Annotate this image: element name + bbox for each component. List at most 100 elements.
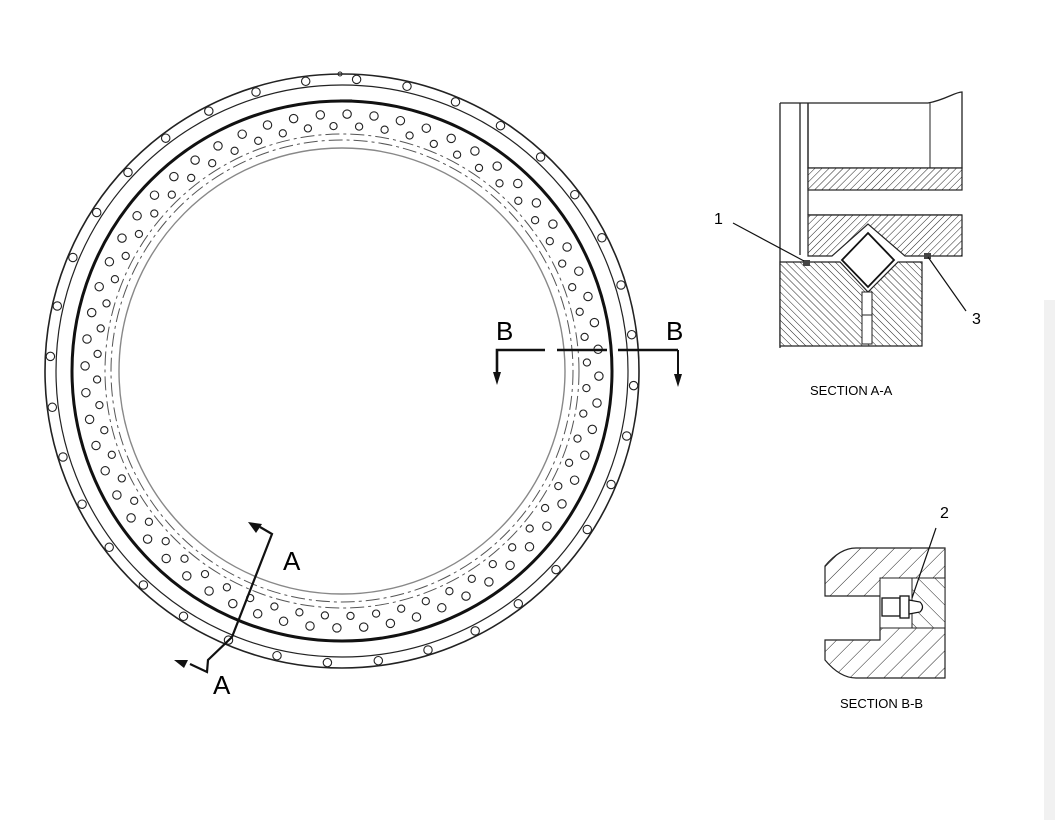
inner-bolt-hole: [230, 146, 239, 155]
middle-bolt-hole: [411, 612, 422, 622]
middle-bolt-hole: [305, 621, 315, 631]
outer-bolt-hole: [322, 657, 333, 668]
middle-bolt-hole: [557, 499, 567, 509]
middle-bolt-hole: [82, 334, 92, 344]
inner-bolt-hole: [568, 283, 577, 292]
inner-bolt-hole: [167, 190, 176, 199]
outer-bolt-hole: [138, 580, 149, 590]
middle-bolt-hole: [385, 618, 396, 629]
outer-bolt-hole: [45, 351, 56, 362]
outer-bolt-hole: [300, 76, 311, 87]
middle-bolt-hole: [589, 317, 600, 328]
outer-bolt-hole: [68, 252, 78, 263]
inner-bolt-hole: [452, 150, 462, 159]
outer-bolt-hole: [450, 97, 461, 107]
middle-bolt-hole: [492, 161, 502, 171]
seal-1: [803, 260, 810, 266]
middle-bolt-hole: [142, 534, 153, 544]
inner-bolt-hole: [371, 609, 381, 618]
outer-bolt-hole: [626, 329, 637, 340]
bore-edge: [118, 147, 566, 595]
middle-bolt-hole: [112, 490, 122, 500]
callout-2: 2: [940, 505, 949, 522]
inner-bolt-hole: [397, 604, 406, 613]
inner-bolt-hole: [405, 131, 414, 140]
middle-bolt-hole: [421, 123, 432, 133]
middle-bolt-hole: [91, 440, 101, 451]
section-a-a-view: 1 3 SECTION A-A: [714, 91, 981, 398]
inner-bolt-hole: [92, 375, 102, 384]
middle-bolt-hole: [126, 513, 136, 523]
inner-bolt-hole: [278, 129, 287, 138]
inner-bolt-hole: [150, 209, 159, 218]
inner-bolt-hole: [530, 216, 540, 225]
middle-bolt-hole: [237, 129, 247, 139]
middle-bolt-hole: [569, 475, 580, 485]
outer-bolt-holes: [45, 74, 639, 668]
middle-bolt-hole: [132, 211, 142, 221]
middle-bolt-hole: [100, 466, 110, 476]
outer-bolt-hole: [597, 233, 607, 243]
outer-bolt-hole: [104, 542, 114, 553]
middle-bolt-hole: [84, 414, 95, 425]
callout-1: 1: [714, 211, 723, 228]
middle-bolt-hole: [505, 560, 515, 571]
middle-bolt-hole: [580, 450, 590, 461]
outer-edge: [44, 73, 640, 669]
inner-bolt-hole: [545, 237, 554, 246]
inner-bolt-hole: [579, 409, 588, 418]
inner-bolt-hole: [582, 383, 591, 393]
inner-dash-line: [110, 139, 574, 603]
outer-bolt-hole: [621, 431, 632, 441]
outer-bolt-hole: [77, 499, 87, 509]
outer-bolt-hole: [204, 106, 214, 116]
inner-bolt-hole: [329, 121, 338, 131]
middle-bolt-hole: [190, 155, 200, 165]
middle-bolt-hole: [548, 219, 558, 229]
outer-bolt-hole: [123, 167, 133, 178]
seal-3: [924, 253, 931, 259]
outer-bolt-hole: [47, 402, 58, 413]
middle-bolt-hole: [437, 603, 447, 613]
middle-bolt-hole: [213, 141, 223, 151]
middle-bolt-hole: [358, 622, 369, 632]
section-b-label-right: B: [666, 316, 683, 346]
callout-3: 3: [972, 311, 981, 328]
inner-bolt-hole: [429, 139, 438, 149]
grease-fitting-mark: [337, 71, 343, 77]
middle-bolt-hole: [342, 109, 352, 119]
inner-bolt-hole: [93, 349, 102, 359]
inner-bolt-hole: [303, 124, 313, 133]
inner-bolt-pitch-line: [104, 133, 580, 609]
middle-bolt-hole: [104, 257, 115, 267]
inner-bolt-hole: [573, 434, 582, 443]
inner-bolt-hole: [254, 136, 263, 145]
middle-bolt-hole: [262, 120, 273, 130]
section-a-a-caption: SECTION A-A: [810, 383, 893, 398]
inner-bolt-hole: [380, 125, 389, 134]
outer-bolt-hole: [470, 626, 480, 636]
middle-bolt-hole: [278, 616, 289, 627]
section-b-b-view: 2 SECTION B-B: [824, 505, 949, 711]
inner-bolt-hole: [354, 122, 364, 131]
raceway-heavy-line: [70, 99, 614, 643]
middle-bolt-hole: [315, 110, 326, 120]
middle-bolt-hole: [369, 111, 379, 121]
middle-bolt-holes: [80, 109, 604, 633]
outer-bolt-hole: [178, 611, 189, 622]
middle-bolt-hole: [470, 146, 480, 156]
section-cut-a: A A: [174, 522, 301, 700]
inner-bolt-hole: [187, 173, 196, 183]
scan-edge: [1044, 300, 1055, 820]
middle-bolt-hole: [86, 307, 97, 318]
inner-bolt-hole: [95, 400, 104, 410]
middle-bolt-hole: [574, 266, 584, 276]
inner-bolt-holes: [92, 121, 592, 621]
outer-bolt-hole: [351, 74, 362, 85]
outer-bolt-hole: [160, 133, 171, 143]
inner-bolt-hole: [100, 426, 109, 435]
middle-bolt-hole: [288, 113, 299, 124]
inner-bolt-hole: [488, 559, 497, 569]
inner-bolt-hole: [582, 358, 592, 367]
middle-bolt-hole: [562, 242, 572, 252]
